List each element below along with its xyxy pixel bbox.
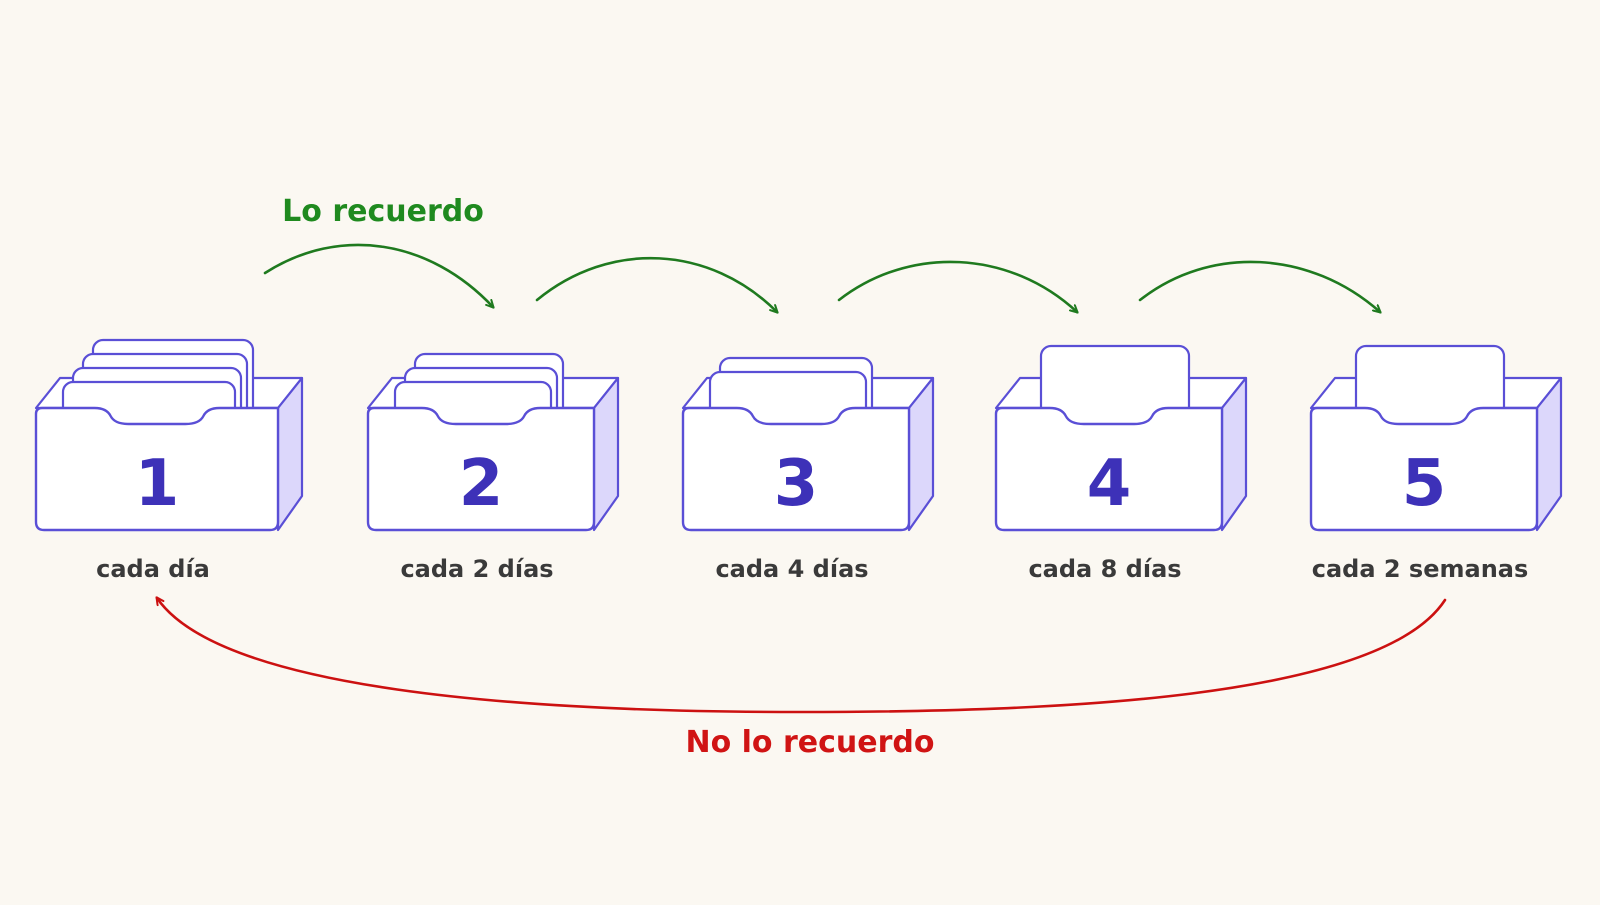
- promote-arrow-1: [263, 243, 493, 307]
- box-4: 4 cada 8 días: [994, 344, 1248, 583]
- box-interval-label: cada 8 días: [1028, 555, 1181, 583]
- box-interval-label: cada día: [96, 555, 210, 583]
- box-front: [1309, 406, 1539, 532]
- box-number: 3: [774, 447, 819, 521]
- failure-label: No lo recuerdo: [685, 725, 934, 760]
- success-label: Lo recuerdo: [282, 194, 484, 229]
- box-front: [34, 406, 280, 532]
- box-front: [681, 406, 911, 532]
- box-1: 1 cada día: [34, 338, 304, 583]
- arrows-group: [157, 243, 1447, 714]
- promote-arrow-4: [1138, 260, 1380, 312]
- promote-arrow-2: [535, 256, 777, 312]
- box-2: 2 cada 2 días: [366, 352, 620, 583]
- promote-arrow-3: [837, 260, 1077, 312]
- box-number: 4: [1087, 447, 1132, 521]
- box-front: [366, 406, 596, 532]
- box-number: 5: [1402, 447, 1447, 521]
- box-front: [994, 406, 1224, 532]
- box-interval-label: cada 2 días: [400, 555, 553, 583]
- box-3: 3 cada 4 días: [681, 356, 935, 583]
- boxes-group: 1 cada día 2 cada 2 días 3 cada 4 días 4 cada 8…: [34, 338, 1563, 583]
- reset-arrow: [157, 598, 1447, 714]
- box-interval-label: cada 2 semanas: [1312, 555, 1529, 583]
- box-5: 5 cada 2 semanas: [1309, 344, 1563, 583]
- box-number: 1: [135, 447, 180, 521]
- box-number: 2: [459, 447, 504, 521]
- box-interval-label: cada 4 días: [715, 555, 868, 583]
